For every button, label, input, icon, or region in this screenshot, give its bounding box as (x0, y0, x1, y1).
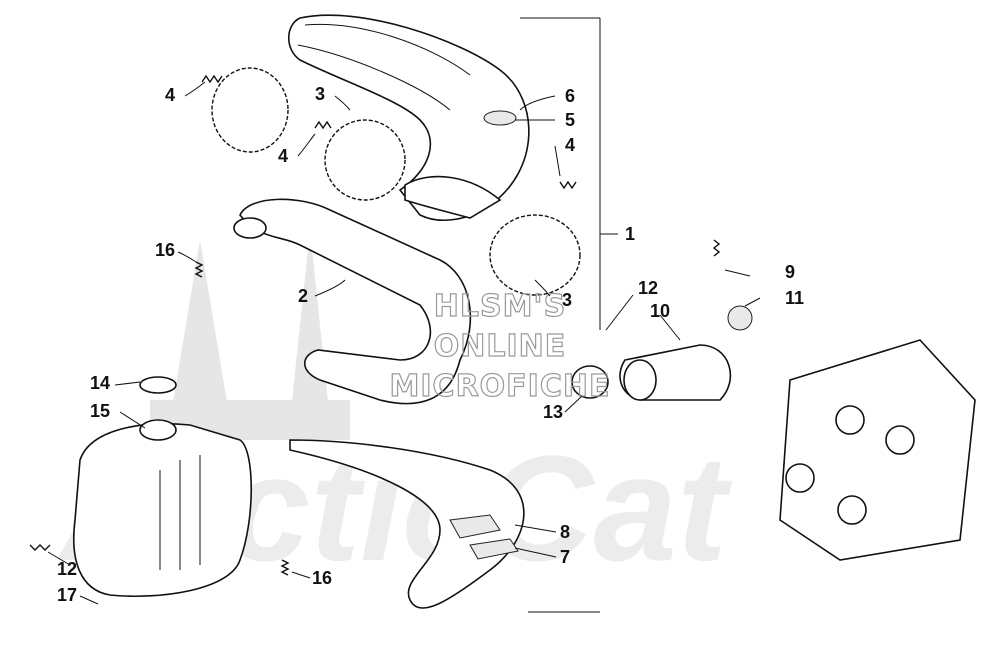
callout-4-upper: 4 (165, 85, 175, 105)
callout-4-middle: 4 (278, 146, 288, 166)
callout-12-upper: 12 (638, 278, 658, 298)
callout-2: 2 (298, 286, 308, 306)
assembly-bracket (520, 17, 618, 613)
callout-17: 17 (57, 585, 77, 605)
callout-15: 15 (90, 401, 110, 421)
watermark-line3: MICROFICHE (390, 369, 611, 404)
callout-16-lower: 16 (312, 568, 332, 588)
watermark-line1: HLSM'S (434, 289, 566, 324)
spring-icon (29, 74, 721, 576)
callout-11: 11 (785, 288, 804, 308)
engine-block (779, 339, 976, 561)
callout-16-upper: 16 (155, 240, 175, 260)
heat-shield (289, 439, 525, 609)
callout-12-lower: 12 (57, 559, 77, 579)
callout-13: 13 (543, 402, 563, 422)
callout-10: 10 (650, 301, 670, 321)
callout-4-right: 4 (565, 135, 575, 155)
watermark-castle-icon (150, 230, 350, 440)
callout-7: 7 (560, 547, 570, 567)
expansion-chamber-upper (287, 14, 530, 221)
callout-3-lower: 3 (562, 290, 572, 310)
callout-8: 8 (560, 522, 570, 542)
callout-14: 14 (90, 373, 110, 393)
seal-ring-icon (211, 67, 581, 296)
callout-6: 6 (565, 86, 575, 106)
watermark-line2: ONLINE (434, 329, 567, 364)
callout-3-upper: 3 (315, 84, 325, 104)
callout-5: 5 (565, 110, 575, 130)
silencer-muffler (72, 376, 253, 598)
leader-lines (47, 81, 761, 605)
callout-1: 1 (625, 224, 635, 244)
callout-9: 9 (785, 262, 795, 282)
manifold-pipe (571, 305, 753, 401)
exhaust-pipe (233, 198, 472, 405)
